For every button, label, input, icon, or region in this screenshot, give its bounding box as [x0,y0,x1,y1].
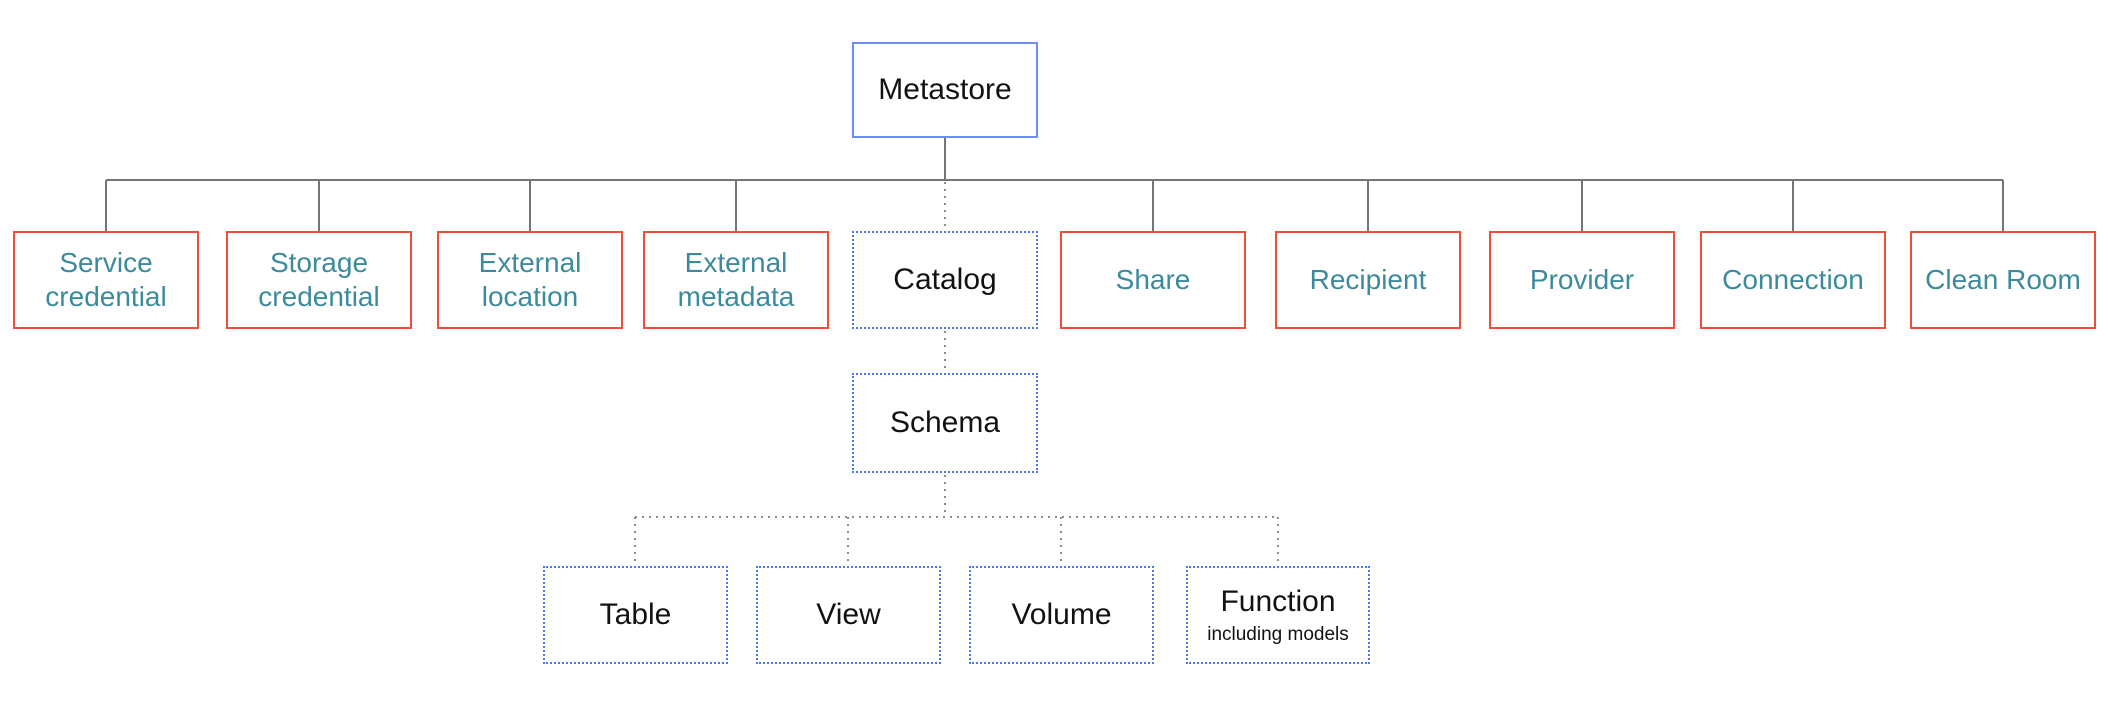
node-connection-label: Connection [1722,263,1864,295]
node-service-credential: Service credential [13,231,199,329]
node-provider-label: Provider [1529,263,1635,295]
node-catalog: Catalog [852,231,1038,329]
node-share-label: Share [1115,263,1191,295]
node-function-sublabel: including models [1207,623,1349,645]
node-external-metadata-label: External metadata [677,246,795,312]
node-view: View [756,566,941,664]
node-clean-room-label: Clean Room [1925,263,2081,295]
node-external-metadata: External metadata [643,231,829,329]
node-table-label: Table [599,597,672,631]
node-function: Function including models [1186,566,1370,664]
node-schema: Schema [852,373,1038,473]
node-volume: Volume [969,566,1154,664]
node-external-location-label: External location [478,246,582,312]
node-schema-label: Schema [889,405,1001,439]
node-share: Share [1060,231,1246,329]
node-clean-room: Clean Room [1910,231,2096,329]
node-metastore-label: Metastore [878,72,1012,106]
node-recipient-label: Recipient [1309,263,1427,295]
node-volume-label: Volume [1011,597,1112,631]
node-external-location: External location [437,231,623,329]
node-recipient: Recipient [1275,231,1461,329]
node-metastore: Metastore [852,42,1038,138]
node-catalog-label: Catalog [893,262,997,296]
node-view-label: View [816,597,881,631]
node-connection: Connection [1700,231,1886,329]
node-provider: Provider [1489,231,1675,329]
node-service-credential-label: Service credential [45,246,167,312]
node-table: Table [543,566,728,664]
node-function-label: Function [1220,585,1336,619]
node-storage-credential: Storage credential [226,231,412,329]
node-storage-credential-label: Storage credential [258,246,380,312]
